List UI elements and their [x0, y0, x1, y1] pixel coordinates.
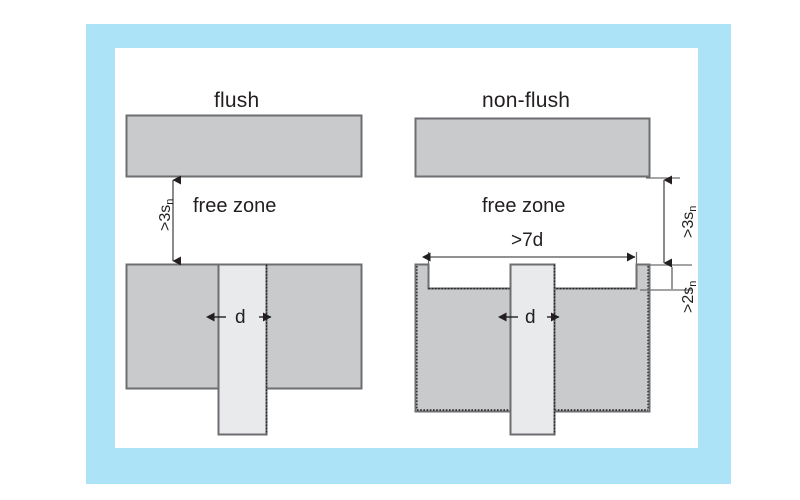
flush-panel-graphics — [125, 114, 363, 436]
nonflush-mounting-block-left — [414, 263, 512, 413]
flush-free-zone-label: free zone — [193, 195, 277, 217]
nonflush-panel-title: non-flush — [482, 89, 571, 112]
nonflush-recess-depth-subscript: n — [687, 280, 700, 287]
flush-sensor-barrel — [217, 263, 268, 436]
nonflush-panel-graphics — [414, 117, 692, 436]
nonflush-recess-depth-prefix: >2s — [680, 286, 697, 313]
flush-diameter-label: d — [235, 307, 246, 328]
flush-clearance-subscript: n — [164, 198, 177, 205]
flush-panel-title: flush — [214, 89, 260, 112]
flush-mounting-block-left — [125, 263, 220, 390]
flush-clearance-label: >3sn — [157, 198, 177, 231]
flush-mounting-block-right — [265, 263, 363, 390]
nonflush-clearance-prefix: >3s — [680, 211, 697, 238]
nonflush-upper-plate — [414, 117, 651, 178]
nonflush-free-zone-label: free zone — [482, 195, 566, 217]
nonflush-clearance-label: >3sn — [680, 205, 700, 238]
nonflush-recess-width-label: >7d — [511, 230, 544, 251]
nonflush-mounting-block-right — [553, 263, 651, 413]
nonflush-sensor-barrel — [509, 263, 556, 436]
flush-clearance-prefix: >3s — [157, 204, 174, 231]
nonflush-diameter-label: d — [525, 307, 536, 328]
flush-upper-plate — [125, 114, 363, 178]
nonflush-recess-depth-label: >2sn — [680, 280, 700, 313]
nonflush-clearance-subscript: n — [687, 205, 700, 212]
